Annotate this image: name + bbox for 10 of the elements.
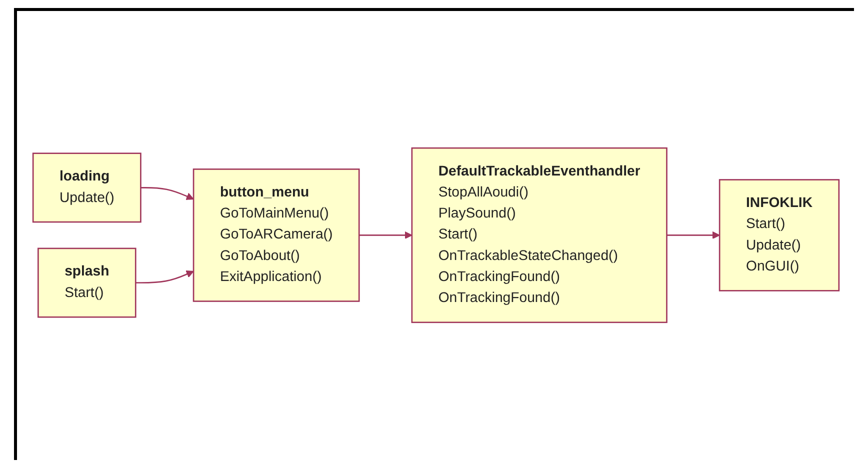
node-box — [32, 152, 141, 223]
arrow — [358, 232, 412, 240]
arrow — [666, 232, 720, 240]
arrow — [140, 187, 194, 200]
diagram-frame: loading Update() splash Start() button_menu GoToMainMenu() GoToARCamera() GoToAbout() ExitApplication() DefaultTrackableEventhandler StopAllAoudi() PlaySound() Start() OnTrackableStateChanged() OnTrackingFound() OnTrackingFound() INFOKLIK Start() Update() OnGUI() — [14, 8, 854, 460]
node-box — [718, 179, 840, 292]
node-box — [192, 168, 360, 302]
arrow — [135, 270, 194, 284]
node-box — [410, 148, 667, 324]
node-box — [37, 248, 136, 318]
